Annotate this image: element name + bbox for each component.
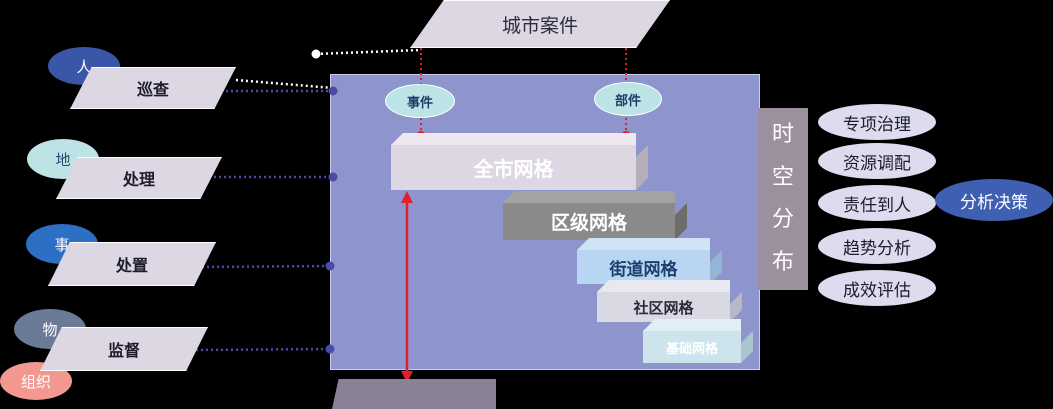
function-trend-analysis: 趋势分析 xyxy=(818,228,936,264)
function-effect-evaluation: 成效评估 xyxy=(818,270,936,306)
grid-district-label: 区级网格 xyxy=(550,212,627,234)
bottom-node xyxy=(332,379,496,409)
dispose-connector xyxy=(201,264,331,269)
city-case-label: 城市案件 xyxy=(501,14,578,37)
panel-dot-4 xyxy=(325,344,335,354)
grid-community-label: 社区网格 xyxy=(633,298,694,317)
grid-city-label: 全市网格 xyxy=(473,157,554,181)
patrol-connector-white xyxy=(235,78,334,90)
analysis-decision-label: 分析决策 xyxy=(960,192,1028,213)
action-handle-label: 处理 xyxy=(122,170,155,189)
action-patrol: 巡查 xyxy=(70,67,236,109)
arrow-head-up xyxy=(401,191,413,203)
grid-basic: 基础网格 xyxy=(643,331,741,363)
action-dispose: 处置 xyxy=(48,242,216,286)
panel-dot-2 xyxy=(328,172,338,182)
analysis-decision-node: 分析决策 xyxy=(935,179,1053,221)
spatial-distribution-box: 时 空 分 布 xyxy=(758,108,808,290)
function-effect-evaluation-label: 成效评估 xyxy=(843,280,911,301)
city-case-node: 城市案件 xyxy=(410,0,670,48)
grid-city: 全市网格 xyxy=(391,145,636,190)
actor-oval-place-label: 地 xyxy=(55,150,71,169)
grid-street: 街道网格 xyxy=(577,250,710,284)
action-supervise-label: 监督 xyxy=(107,341,140,360)
action-dispose-label: 处置 xyxy=(115,256,148,275)
actor-oval-object-label: 物 xyxy=(42,320,58,339)
actor-oval-organization-label: 组织 xyxy=(20,372,51,391)
part-node-label: 部件 xyxy=(614,93,641,109)
actor-oval-matter-label: 事 xyxy=(54,235,70,254)
event-node: 事件 xyxy=(385,84,455,118)
spatial-char-4: 布 xyxy=(771,249,794,275)
panel-dot-1 xyxy=(328,86,338,96)
function-accountability: 责任到人 xyxy=(818,185,936,221)
action-supervise: 监督 xyxy=(40,327,208,371)
function-resource-allocation: 资源调配 xyxy=(818,143,936,179)
action-handle: 处理 xyxy=(56,157,222,199)
spatial-char-1: 时 xyxy=(771,122,794,148)
spatial-char-3: 分 xyxy=(771,207,794,233)
function-resource-allocation-label: 资源调配 xyxy=(843,153,911,174)
function-special-governance: 专项治理 xyxy=(818,104,936,140)
supervise-connector xyxy=(195,347,331,352)
spatial-char-2: 空 xyxy=(771,164,794,190)
grid-basic-label: 基础网格 xyxy=(665,341,718,357)
action-patrol-label: 巡查 xyxy=(136,80,169,99)
top-dot xyxy=(311,49,321,59)
grid-district: 区级网格 xyxy=(503,203,675,240)
function-special-governance-label: 专项治理 xyxy=(843,114,911,135)
function-accountability-label: 责任到人 xyxy=(843,195,911,216)
grid-street-label: 街道网格 xyxy=(609,259,678,280)
event-node-label: 事件 xyxy=(406,95,433,111)
panel-dot-3 xyxy=(325,261,335,271)
grid-community: 社区网格 xyxy=(597,292,730,322)
function-trend-analysis-label: 趋势分析 xyxy=(843,238,911,259)
part-node: 部件 xyxy=(594,82,662,116)
arrow-head-down xyxy=(401,371,413,383)
actor-oval-person-label: 人 xyxy=(76,57,92,76)
top-connector-white xyxy=(315,48,421,56)
